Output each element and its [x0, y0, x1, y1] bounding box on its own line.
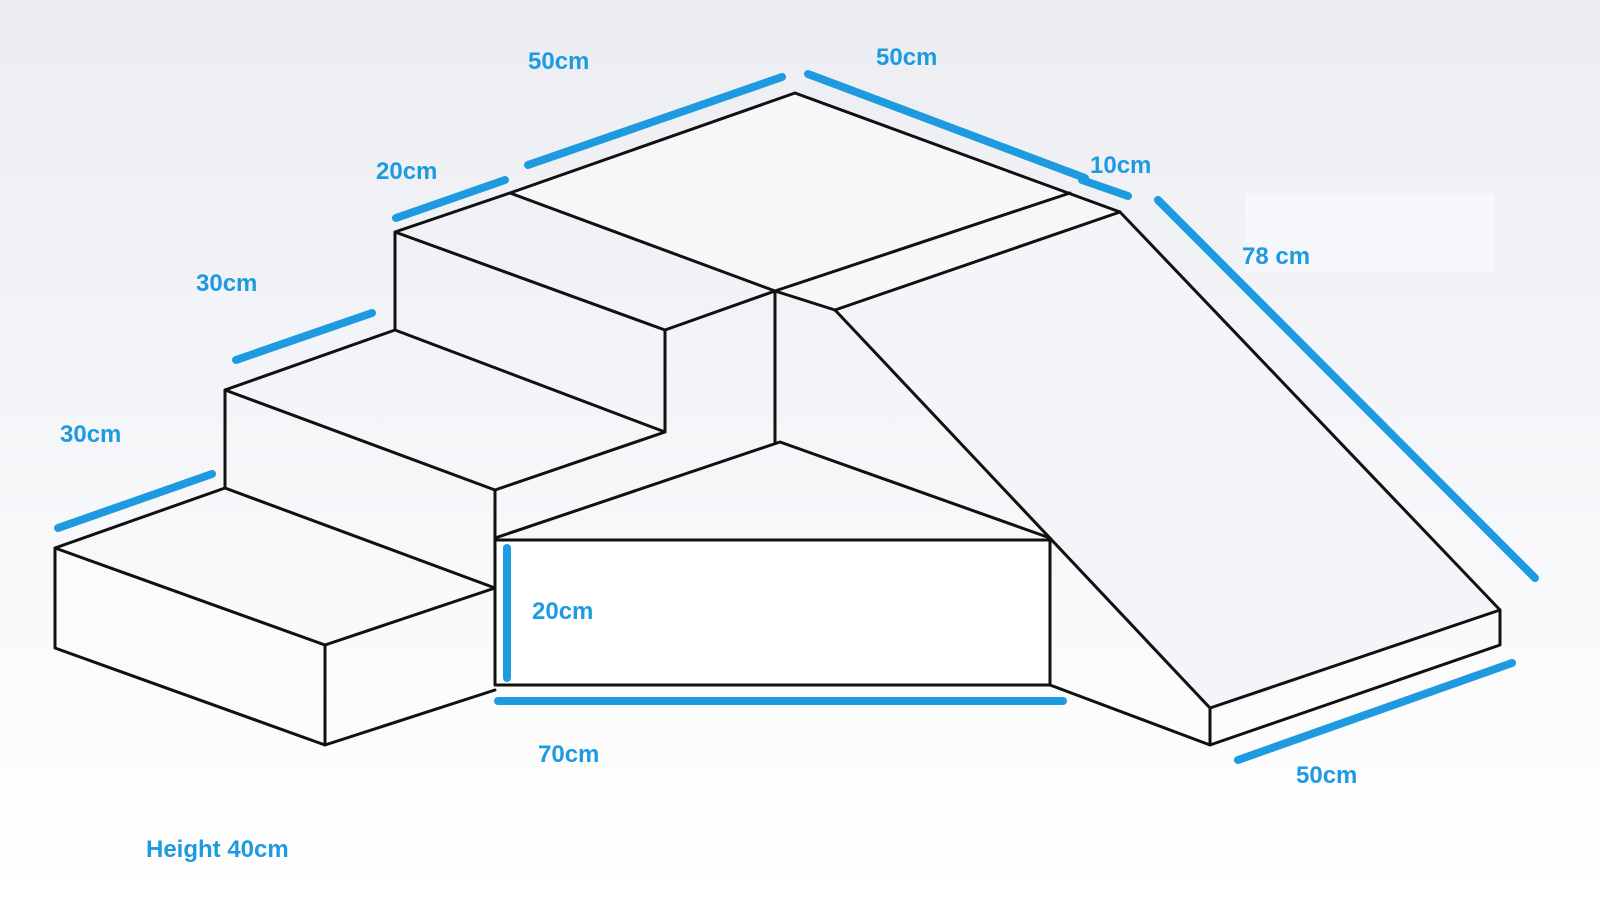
label-step-middle: 30cm: [196, 270, 258, 297]
slide-surface-face: [835, 212, 1500, 712]
block-outlines: [53, 91, 1502, 747]
label-corner: 10cm: [1090, 152, 1152, 179]
label-step-bottom: 30cm: [60, 421, 122, 448]
label-step-top: 20cm: [376, 158, 438, 185]
dim-line-step-bottom: [54, 470, 216, 532]
bottom-step-front-face: [55, 548, 325, 745]
face-fills: [55, 93, 1500, 745]
platform-divider-edge: [773, 191, 1072, 293]
platform-slide-edge: [833, 210, 1122, 312]
slide-base-edge: [1208, 608, 1502, 747]
platform-back-edge: [508, 91, 1122, 214]
front-panel-face: [495, 540, 1050, 685]
dim-line-slide-base: [1234, 659, 1516, 764]
label-front-width: 70cm: [538, 741, 600, 768]
dim-line-step-top: [392, 176, 509, 222]
label-top-left: 50cm: [528, 48, 590, 75]
dim-line-slide: [1154, 196, 1539, 582]
label-front-height: 20cm: [532, 598, 594, 625]
background-patch: [1245, 193, 1495, 273]
slide-outer-edge: [1118, 210, 1502, 612]
dim-line-top-right: [804, 70, 1089, 182]
middle-step-front-top: [223, 388, 497, 492]
slide-bottom-edge: [1048, 683, 1212, 747]
label-slide-length: 78 cm: [1242, 243, 1311, 270]
dim-line-corner: [1078, 176, 1132, 200]
top-step-front-top: [393, 230, 667, 332]
middle-step-edge: [223, 328, 667, 492]
dim-line-step-middle: [232, 309, 376, 364]
label-slide-base: 50cm: [1296, 762, 1358, 789]
recess-edge: [493, 440, 1052, 540]
platform-front-edge: [773, 289, 837, 312]
height-note: Height 40cm: [146, 836, 289, 863]
slide-inner-edge: [833, 308, 1212, 710]
dim-line-top-left: [524, 73, 786, 169]
bottom-step-front-edge: [53, 546, 497, 747]
dimension-lines: [54, 70, 1539, 764]
label-top-right: 50cm: [876, 44, 938, 71]
top-platform-face: [510, 93, 1120, 310]
